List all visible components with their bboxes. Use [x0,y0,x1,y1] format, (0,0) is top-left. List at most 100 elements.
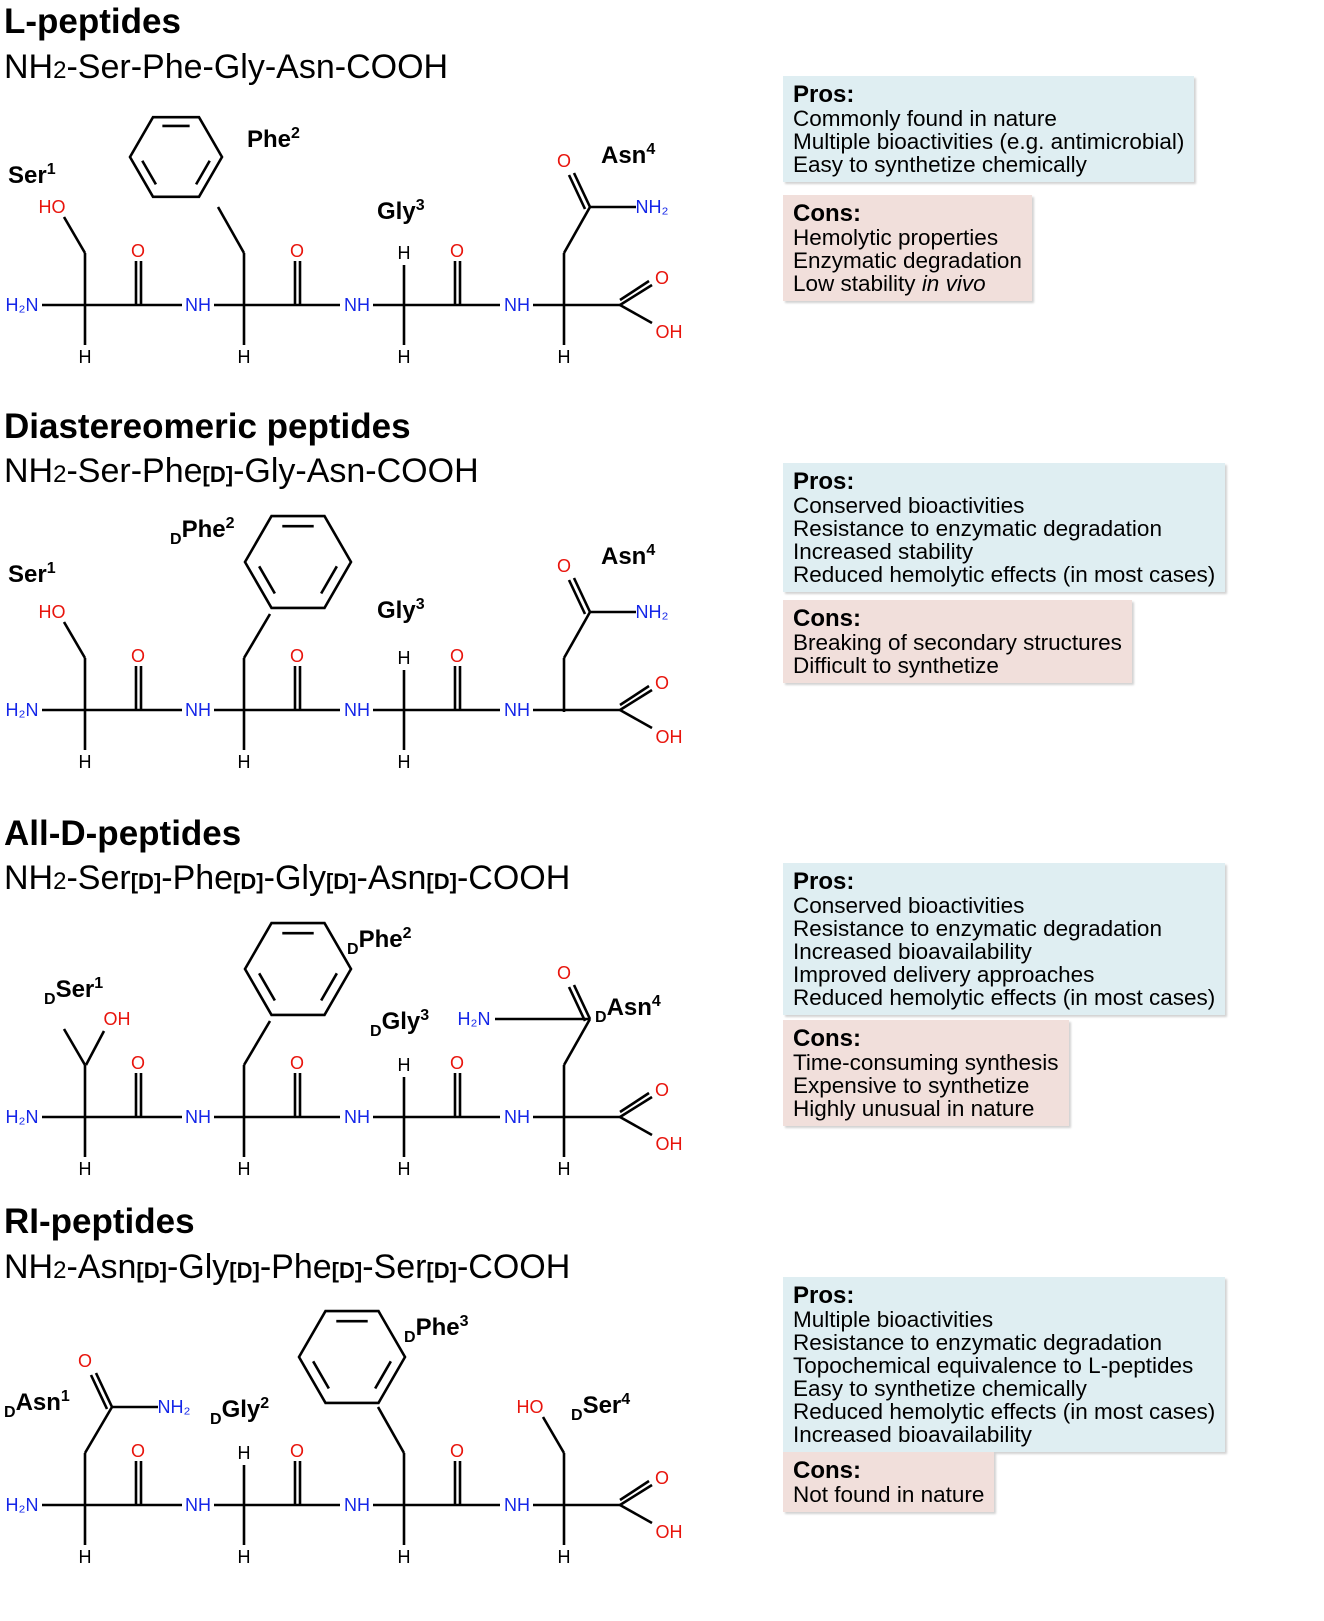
benzene-ring-icon [128,115,224,199]
carboxyl-hydroxyl: OH [656,322,683,342]
cons-item: Hemolytic properties [793,225,999,250]
bond-line [242,1020,272,1066]
bond-line [619,279,650,302]
amide-nh: NH [185,295,211,315]
hydroxyl-group: HO [517,1397,544,1417]
hydrogen-atom: H [79,347,92,367]
residue-label-2: DPhe2 [347,925,412,958]
sequence-segment: NH [4,859,54,897]
amide-oxygen: O [557,151,571,171]
residue-label-1: Ser1 [8,161,56,189]
bond-line [619,1503,653,1525]
bond-line [567,986,587,1022]
hydroxyl-group: HO [39,602,66,622]
carbonyl-oxygen: O [450,241,464,261]
hydrogen-atom: H [398,648,411,668]
pros-heading: Pros: [793,868,855,895]
section-title: Diastereomeric peptides [4,407,411,446]
sequence-segment: 2 [53,1257,67,1284]
residue-label-2: DGly2 [210,1395,269,1428]
cons-item: Highly unusual in nature [793,1096,1035,1121]
bond-line [619,1095,653,1119]
bond-line [562,1018,592,1066]
carbonyl-oxygen: O [450,646,464,666]
residue-label-1: DSer1 [44,975,103,1008]
pros-item: Resistance to enzymatic degradation [793,1330,1162,1355]
sequence-segment: -Asn [356,859,427,897]
residue-label-1: Ser1 [8,560,56,588]
amine-n-terminus: H₂N [6,1495,39,1515]
bond-line [567,579,587,615]
cons-item: Not found in nature [793,1482,985,1507]
pros-item: Easy to synthetize chemically [793,1376,1087,1401]
amide-nh: NH [185,1495,211,1515]
cons-heading: Cons: [793,1025,861,1052]
hydrogen-atom: H [558,347,571,367]
bond-line [376,1406,406,1454]
carboxyl-hydroxyl: OH [656,727,683,747]
sequence-segment: -Ser [362,1248,427,1286]
carbonyl-oxygen: O [131,1053,145,1073]
sequence-segment: NH [4,48,54,86]
bond-line [83,1406,114,1454]
sequence-segment: -Asn [66,1248,137,1286]
bond-line [62,1028,87,1066]
d-config-tag: [D] [136,1258,167,1283]
section-title: RI-peptides [4,1202,195,1241]
d-config-tag: [D] [331,1258,363,1283]
amide-nh: NH [504,1495,530,1515]
carbonyl-oxygen: O [290,241,304,261]
cons-item: Breaking of secondary structures [793,630,1122,655]
bond-line [619,688,653,712]
sequence-segment: -Gly-Asn-COOH [233,452,479,490]
d-config-tag: [D] [229,1258,260,1283]
residue-label-4: Asn4 [601,141,655,169]
pros-item: Resistance to enzymatic degradation [793,516,1162,541]
carbonyl-oxygen: O [450,1053,464,1073]
pros-item: Increased bioavailability [793,1422,1032,1447]
sequence-formula: NH2-Ser[D]-Phe[D]-Gly[D]-Asn[D]-COOH [4,859,570,898]
carbonyl-oxygen: O [131,646,145,666]
sequence-segment: -Gly [166,1248,230,1286]
bond-line [242,613,272,659]
amide-nh: NH [344,295,370,315]
amine-n-terminus: H₂N [6,295,39,315]
residue-label-3: Gly3 [377,197,425,225]
italic-text: in vivo [921,271,986,296]
amine-n-terminus: H₂N [6,1107,39,1127]
pros-item: Reduced hemolytic effects (in most cases… [793,1399,1216,1424]
cons-item: Enzymatic degradation [793,248,1022,273]
hydroxyl-group: OH [104,1009,131,1029]
d-config-tag: [D] [233,869,264,894]
carboxyl-oxygen: O [655,673,669,693]
amide-nh: NH [504,700,530,720]
sequence-segment: -COOH [456,1248,571,1286]
amide-nh: NH [185,1107,211,1127]
carboxyl-oxygen: O [655,1080,669,1100]
pros-heading: Pros: [793,1282,855,1309]
cons-heading: Cons: [793,200,861,227]
pros-item: Resistance to enzymatic degradation [793,916,1162,941]
cons-item: Difficult to synthetize [793,653,999,678]
side-chain-amide-nh2: NH₂ [636,602,669,622]
carbonyl-oxygen: O [290,1441,304,1461]
hydroxyl-group: HO [39,197,66,217]
bond-line [619,1091,650,1114]
carboxyl-hydroxyl: OH [656,1134,683,1154]
bond-line [62,621,87,659]
pros-heading: Pros: [793,81,855,108]
bond-line [572,577,592,613]
sequence-segment: -Ser-Phe [66,452,203,490]
section-title: L-peptides [4,2,181,41]
d-config-tag: [D] [325,869,357,894]
bond-line [562,206,592,254]
side-chain-amine: H₂N [458,1009,491,1029]
sequence-formula: NH2-Ser-Phe[D]-Gly-Asn-COOH [4,452,479,491]
